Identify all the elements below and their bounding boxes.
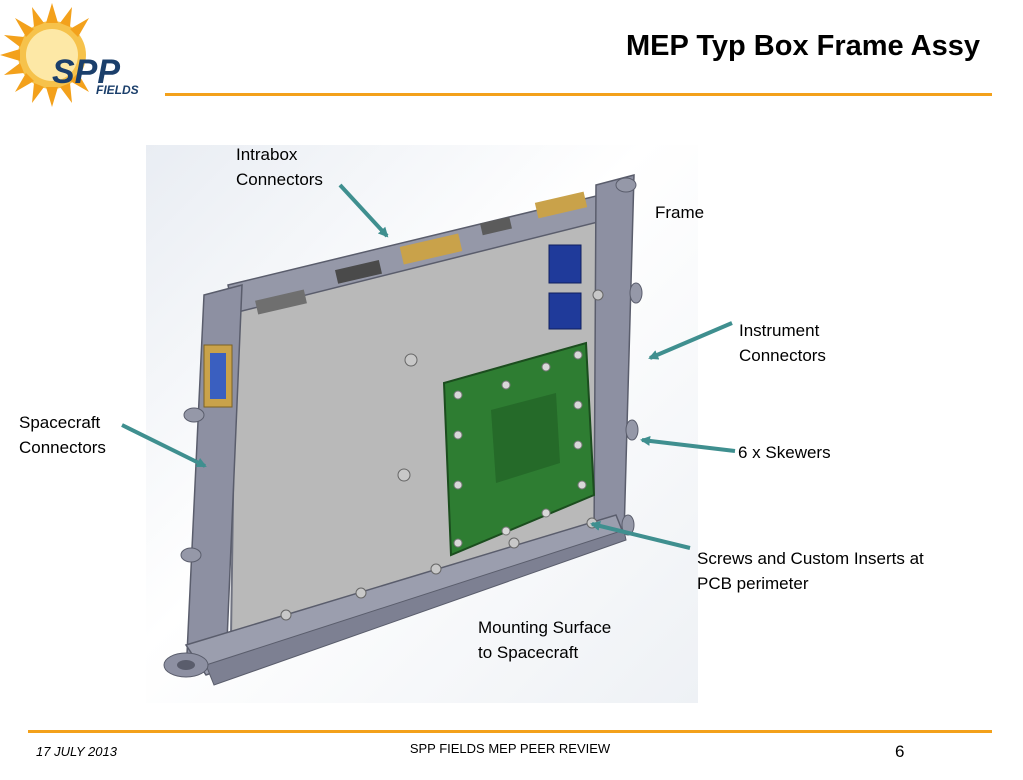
slide-title: MEP Typ Box Frame Assy	[625, 30, 980, 62]
arrow-skewers	[640, 435, 736, 453]
arrow-screws	[590, 521, 691, 550]
spp-fields-logo: SPP FIELDS	[0, 0, 170, 112]
header-rule	[165, 93, 992, 96]
logo-text-main: SPP	[52, 53, 120, 91]
label-screws-inserts: Screws and Custom Inserts at PCB perimet…	[697, 549, 924, 593]
label-mounting-surface: Mounting Surface to Spacecraft	[478, 618, 612, 662]
footer-date: 17 JULY 2013	[36, 744, 117, 759]
arrow-instrument	[648, 321, 733, 360]
label-spacecraft-connectors: Spacecraft Connectors	[19, 413, 106, 457]
label-skewers: 6 x Skewers	[738, 443, 831, 462]
label-instrument-connectors: Instrument Connectors	[739, 321, 826, 365]
arrow-intrabox	[338, 183, 389, 238]
footer-title: SPP FIELDS MEP PEER REVIEW	[409, 741, 611, 756]
label-frame: Frame	[655, 203, 705, 222]
footer-rule	[28, 730, 992, 733]
box-frame-cad-image	[146, 145, 698, 703]
page-number: 6	[895, 742, 905, 761]
arrow-spacecraft	[121, 423, 207, 468]
label-intrabox-connectors: Intrabox Connectors	[236, 145, 323, 189]
logo-text-sub: FIELDS	[96, 83, 139, 97]
